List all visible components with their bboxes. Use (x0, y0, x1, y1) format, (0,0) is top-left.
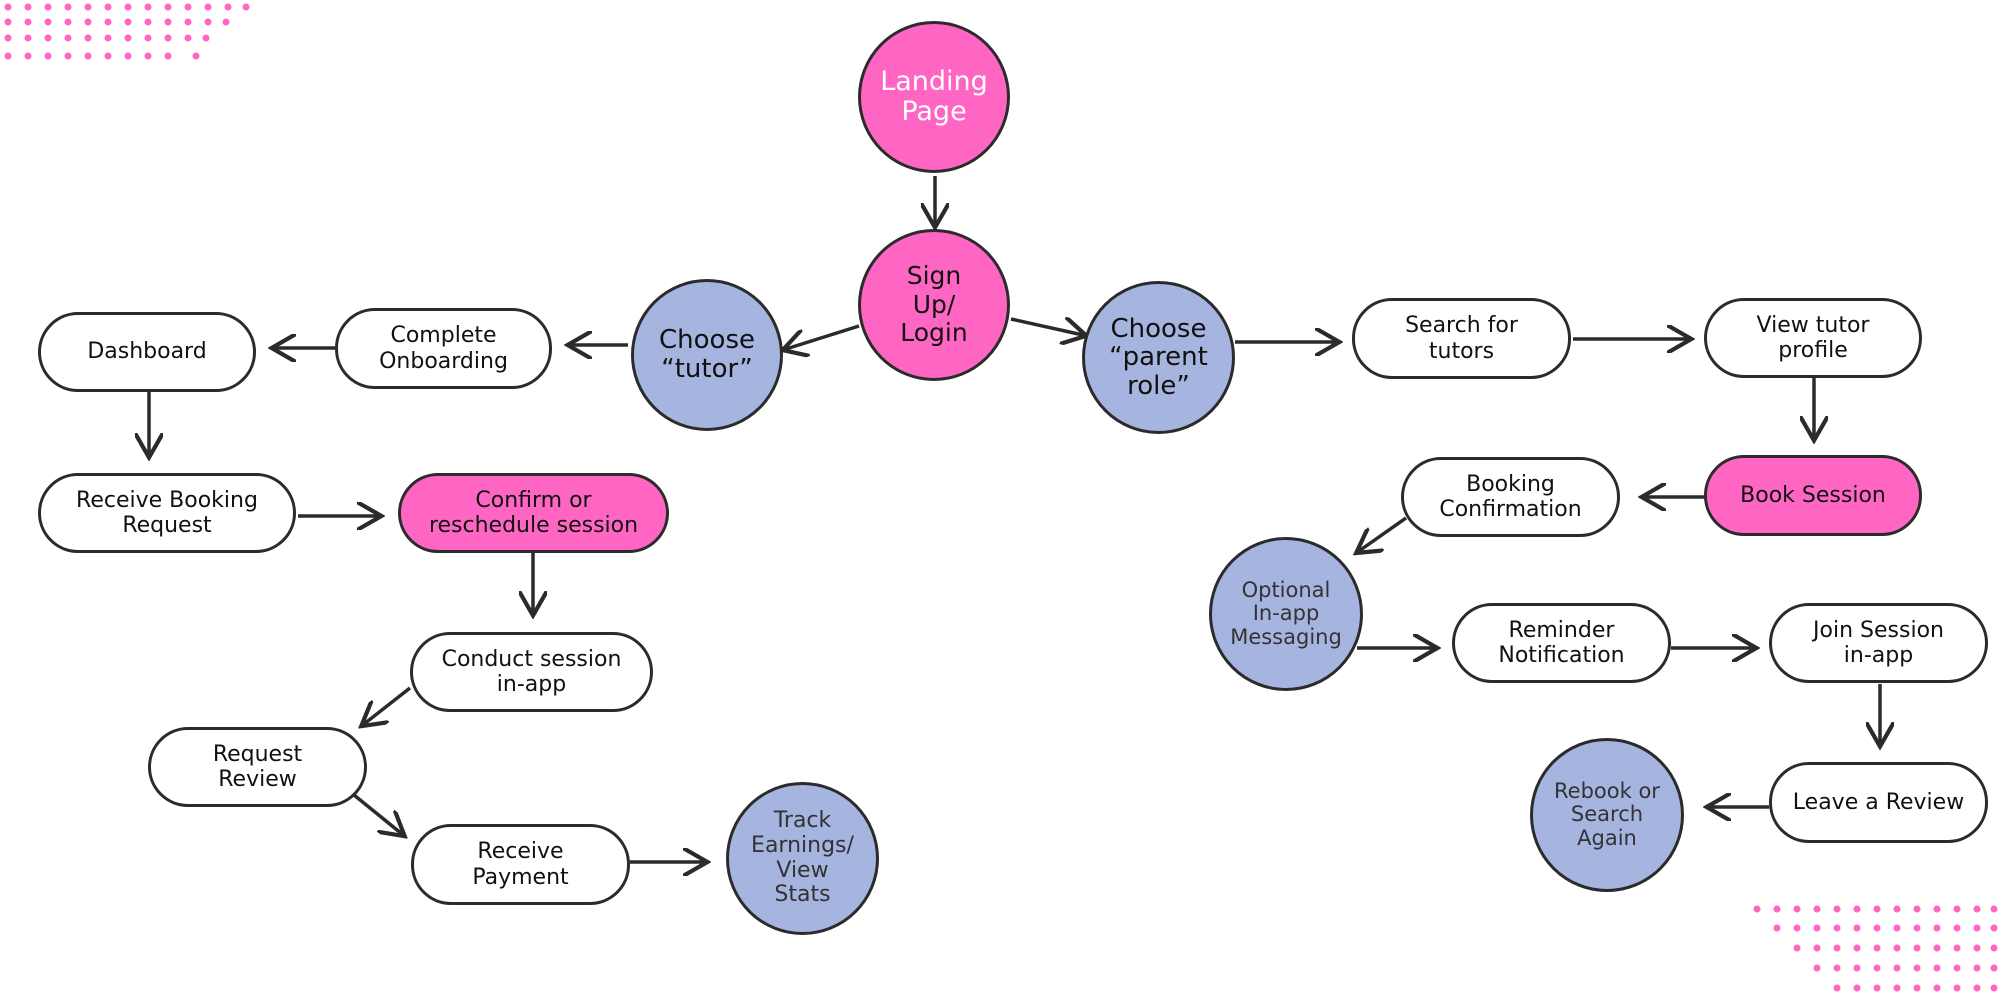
arrow-confirmation-to-messaging (1359, 516, 1408, 551)
node-book-session[interactable]: Book Session (1704, 455, 1922, 536)
node-choose-parent-role[interactable]: Choose “parent role” (1082, 281, 1235, 434)
node-confirm-or-reschedule[interactable]: Confirm or reschedule session (398, 473, 669, 553)
node-conduct-session[interactable]: Conduct session in-app (410, 632, 653, 712)
node-reminder-notification[interactable]: Reminder Notification (1452, 603, 1671, 683)
node-receive-booking-request[interactable]: Receive Booking Request (38, 473, 296, 553)
arrow-signup-to-tutor (786, 324, 860, 349)
arrow-conduct-to-request (364, 686, 412, 724)
node-search-for-tutors[interactable]: Search for tutors (1352, 298, 1571, 379)
node-dashboard[interactable]: Dashboard (38, 312, 256, 392)
node-optional-messaging[interactable]: Optional In-app Messaging (1209, 537, 1363, 691)
decorative-dots-top-left (4, 3, 250, 60)
node-rebook-or-search[interactable]: Rebook or Search Again (1530, 738, 1684, 892)
node-sign-up-login[interactable]: Sign Up/ Login (858, 229, 1010, 381)
node-complete-onboarding[interactable]: Complete Onboarding (335, 308, 552, 389)
node-view-tutor-profile[interactable]: View tutor profile (1704, 298, 1922, 378)
node-booking-confirmation[interactable]: Booking Confirmation (1401, 457, 1620, 537)
node-choose-tutor[interactable]: Choose “tutor” (631, 279, 783, 431)
node-landing-page[interactable]: Landing Page (858, 21, 1010, 173)
decorative-dots-bottom-right (1753, 905, 1998, 992)
arrow-request-to-payment (352, 793, 402, 834)
node-leave-a-review[interactable]: Leave a Review (1769, 762, 1988, 843)
node-track-earnings[interactable]: Track Earnings/ View Stats (726, 782, 879, 935)
node-join-session[interactable]: Join Session in-app (1769, 603, 1988, 683)
arrow-signup-to-parent (1010, 319, 1083, 335)
node-receive-payment[interactable]: Receive Payment (411, 824, 630, 905)
node-request-review[interactable]: Request Review (148, 727, 367, 807)
